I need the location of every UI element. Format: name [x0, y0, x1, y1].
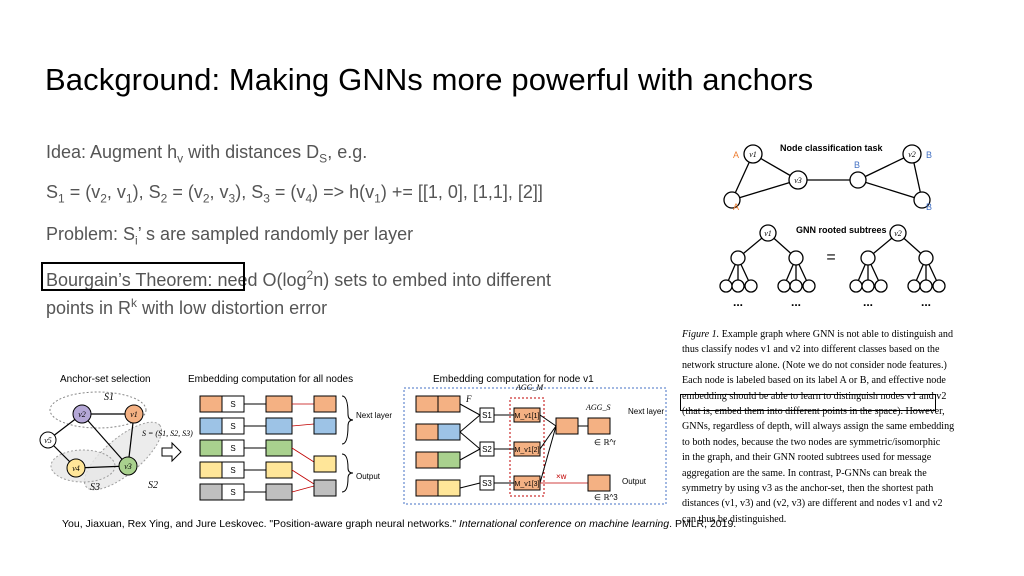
node-b-middle [849, 171, 867, 189]
bullet-sets: S1 = (v2, v1), S2 = (v2, v3), S3 = (v4) … [46, 182, 543, 206]
svg-text:v1: v1 [130, 410, 138, 419]
svg-text:S: S [230, 444, 235, 453]
figure1-diagram: v1 v3 v2 v1 v2 Node classification task … [719, 143, 946, 309]
svg-text:Next layer: Next layer [628, 407, 664, 416]
anchor-set-graph: v2 v1 v5 v4 v3 S1 S2 S3 [39, 391, 163, 493]
embed-node-panel: F AGG_M S1 S2 S3 M_v1[1] M_v1[2] M_v1[3]… [403, 383, 667, 505]
fig1-task-label: Node classification task [780, 143, 884, 153]
svg-text:...: ... [733, 295, 743, 309]
svg-text:v4: v4 [72, 464, 80, 473]
svg-text:B: B [926, 202, 932, 212]
svg-text:v1: v1 [764, 229, 772, 238]
svg-text:S1: S1 [104, 392, 114, 403]
node-a-bottom [723, 191, 741, 209]
svg-text:v3: v3 [124, 462, 132, 471]
node-v1 [743, 144, 763, 164]
svg-text:v2: v2 [894, 229, 902, 238]
svg-text:S2: S2 [482, 445, 492, 454]
bullet-bourgain: Bourgain’s Theorem: need O(log2n) sets t… [46, 268, 551, 318]
svg-text:...: ... [921, 295, 931, 309]
svg-text:S = (S1, S2, S3): S = (S1, S2, S3) [142, 429, 193, 438]
svg-text:=: = [826, 249, 835, 266]
svg-text:S1: S1 [482, 411, 492, 420]
embed-all-grid: S S S S S [199, 395, 392, 501]
svg-text:...: ... [863, 295, 873, 309]
svg-text:AGG_M: AGG_M [515, 383, 544, 392]
citation: You, Jiaxuan, Rex Ying, and Jure Leskove… [62, 518, 737, 530]
svg-text:...: ... [791, 295, 801, 309]
svg-text:M_v1[3]: M_v1[3] [515, 481, 540, 488]
svg-text:S: S [230, 466, 235, 475]
svg-text:M_v1[2]: M_v1[2] [515, 447, 540, 454]
bullet-idea: Idea: Augment hv with distances DS, e.g. [46, 142, 368, 166]
figure2-diagram: Anchor-set selection Embedding computati… [39, 374, 667, 505]
embed-all-title: Embedding computation for all nodes [188, 374, 353, 385]
svg-text:∈ ℝ^r: ∈ ℝ^r [594, 438, 616, 447]
fig1-subtree-label: GNN rooted subtrees [796, 225, 887, 235]
svg-text:Output: Output [356, 472, 381, 481]
node-v2 [902, 144, 922, 164]
svg-text:v2: v2 [908, 150, 916, 159]
svg-text:Output: Output [622, 477, 647, 486]
node-v3 [788, 170, 808, 190]
arrow-icon [161, 441, 182, 463]
svg-text:S3: S3 [482, 479, 492, 488]
svg-text:S2: S2 [148, 480, 158, 491]
svg-text:AGG_S: AGG_S [585, 403, 610, 412]
svg-text:v5: v5 [44, 436, 52, 445]
anchor-set-title: Anchor-set selection [60, 374, 151, 385]
svg-text:S: S [230, 422, 235, 431]
highlight-box [41, 262, 245, 291]
svg-text:∈ ℝ^3: ∈ ℝ^3 [594, 493, 618, 502]
svg-text:A: A [733, 150, 739, 160]
svg-text:S3: S3 [90, 482, 100, 493]
svg-text:×w: ×w [556, 472, 567, 481]
slide-title: Background: Making GNNs more powerful wi… [45, 62, 814, 97]
svg-text:M_v1[1]: M_v1[1] [515, 413, 540, 420]
caption-highlight-box [680, 394, 936, 411]
svg-text:B: B [926, 150, 932, 160]
svg-text:S: S [230, 400, 235, 409]
svg-text:v3: v3 [794, 176, 802, 185]
figure1-caption: Figure 1. Example graph where GNN is not… [682, 329, 955, 525]
svg-text:B: B [854, 160, 860, 170]
svg-text:A: A [733, 202, 739, 212]
svg-text:v1: v1 [749, 150, 757, 159]
node-b-bottom [913, 191, 931, 209]
embed-node-title: Embedding computation for node v1 [433, 374, 594, 385]
svg-text:S: S [230, 488, 235, 497]
svg-text:v2: v2 [78, 410, 86, 419]
bullet-problem: Problem: Si’ s are sampled randomly per … [46, 224, 414, 248]
svg-text:Next layer: Next layer [356, 411, 392, 420]
svg-text:F: F [465, 394, 472, 404]
